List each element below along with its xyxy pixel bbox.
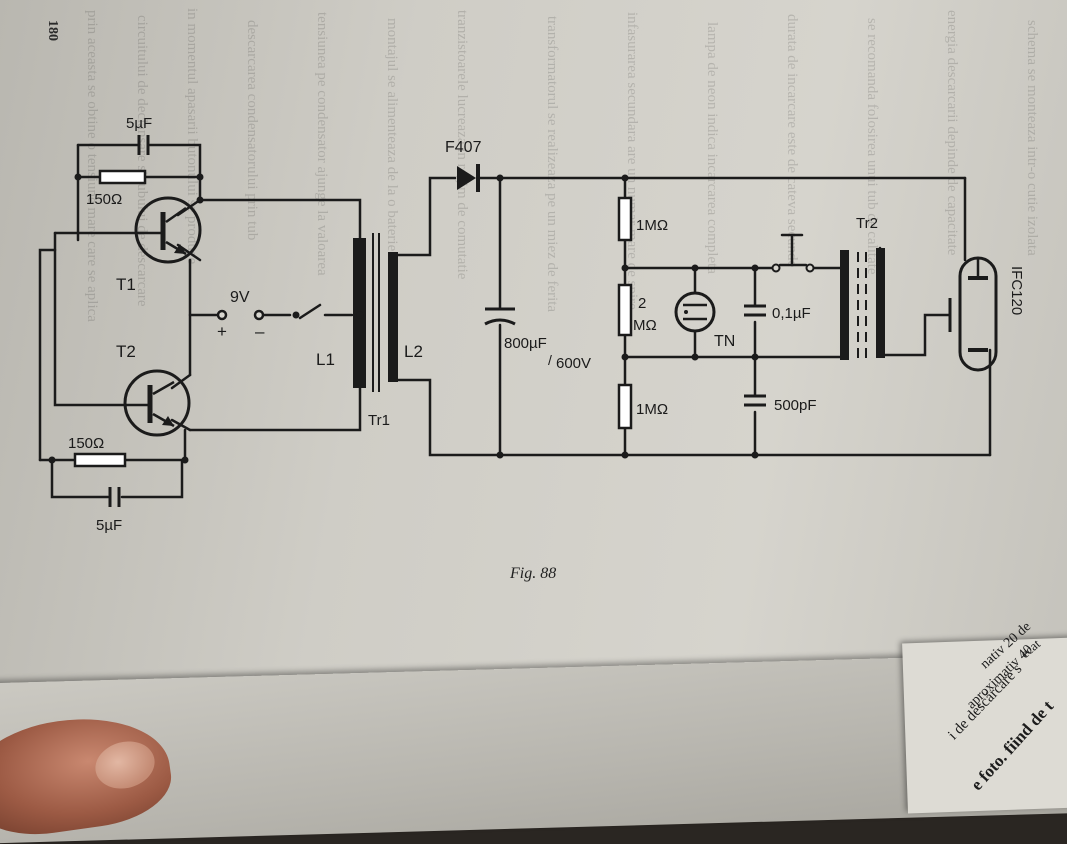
resistor-2m (617, 283, 633, 337)
resistor-1m-top (617, 196, 633, 242)
label-t2: T2 (116, 342, 136, 361)
button-contact-right (805, 263, 815, 273)
label-minus: – (255, 322, 265, 341)
label-c-bottom: 5µF (96, 517, 122, 534)
label-r3: 1MΩ (636, 401, 668, 418)
label-r1: 1MΩ (636, 217, 668, 234)
label-c-big-value: 800µF (504, 335, 547, 352)
junction-dots (48, 173, 759, 464)
battery-terminal-plus (216, 309, 228, 321)
battery-terminal-minus (253, 309, 265, 321)
label-l1: L1 (316, 350, 335, 369)
capacitor-bottom (108, 487, 121, 507)
label-c-big-slash: / (548, 352, 552, 368)
button-contact-left (771, 263, 781, 273)
capacitor-top (137, 135, 150, 155)
capacitor-800uf (484, 307, 516, 326)
capacitor-500pf (744, 394, 766, 407)
label-t1: T1 (116, 275, 136, 294)
label-c-top: 5µF (126, 115, 152, 132)
diode-f407 (457, 164, 480, 192)
book-page: prin aceasta se obtine o tensiune mare c… (0, 0, 1067, 800)
transistor-t2 (123, 369, 191, 437)
label-flash-tube: IFC120 (1008, 266, 1025, 315)
flash-circuit-schematic: 5µF 150Ω T1 T2 150Ω 5µF 9V + – L1 L2 Tr1… (38, 115, 1025, 534)
transistor-t1 (134, 196, 202, 264)
label-r-bottom: 150Ω (68, 435, 104, 452)
label-r-top: 150Ω (86, 191, 122, 208)
label-battery: 9V (230, 289, 250, 306)
switch-pivot (292, 311, 300, 319)
adjacent-page: ecat nativ 20 de aproximativ 40 i de des… (902, 619, 1067, 814)
flash-tube-ifc120 (958, 256, 998, 372)
label-diode: F407 (445, 139, 482, 156)
label-neon: TN (714, 333, 735, 350)
label-tr1: Tr1 (368, 412, 390, 429)
label-c-big-voltage: 600V (556, 355, 591, 372)
label-c-small: 0,1µF (772, 305, 811, 322)
label-c-500: 500pF (774, 397, 817, 414)
transformer-tr2 (840, 248, 885, 360)
label-r2-num: 2 (638, 295, 646, 312)
label-r2-unit: MΩ (633, 317, 657, 334)
figure-caption: Fig. 88 (510, 565, 557, 582)
label-plus: + (217, 322, 227, 341)
resistor-1m-bottom (617, 383, 633, 430)
neon-lamp-tn (674, 291, 716, 333)
resistor-bottom (73, 452, 127, 468)
label-l2: L2 (404, 342, 423, 361)
capacitor-0-1uf (744, 304, 766, 317)
resistor-top (98, 169, 147, 185)
label-tr2: Tr2 (856, 215, 878, 232)
